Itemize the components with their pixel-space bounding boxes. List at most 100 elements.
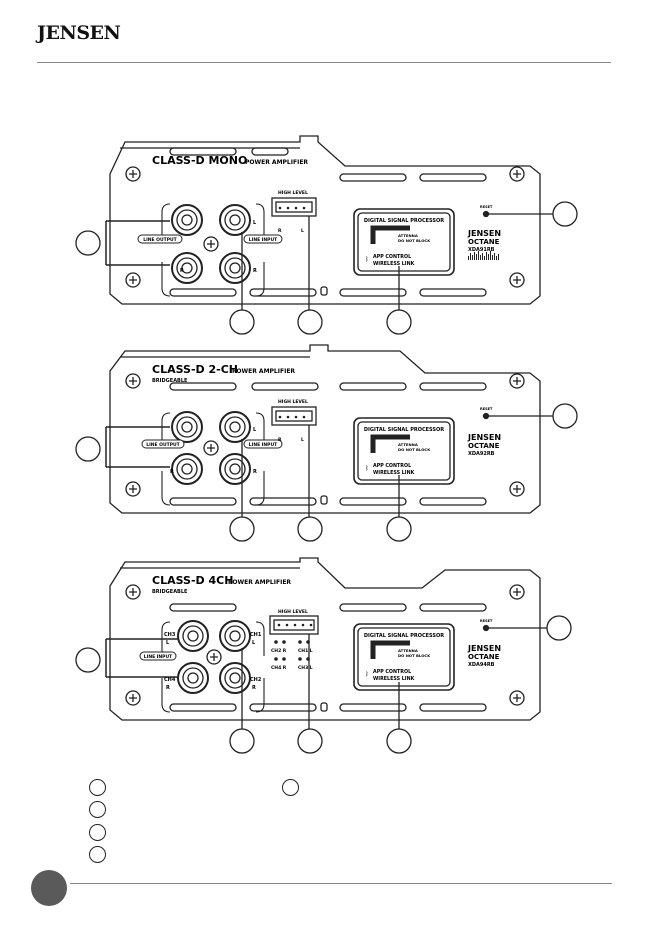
reset-label: RESET [480,407,493,411]
panel-title-suffix: POWER AMPLIFIER [245,159,308,166]
line-output-label: LINE OUTPUT [146,442,180,448]
chassis-outline [109,135,541,305]
rca-jack-icon [219,662,251,694]
antenna-line-2: DO NOT BLOCK [398,238,431,243]
callout-circle [75,436,101,462]
amplifier-panel-4ch: CLASS-D 4CH POWER AMPLIFIER BRIDGEABLE H… [75,557,572,754]
legend-callout-5 [282,779,299,796]
legend-callout-1 [89,779,106,796]
panel-title-suffix: POWER AMPLIFIER [232,368,295,375]
screw-icon [509,166,525,182]
legend-callout-2 [89,801,106,818]
high-level-label: HIGH LEVEL [278,609,308,615]
rca-jack-icon [219,620,251,652]
jack-label-br: CH2 [250,677,262,683]
rca-jack-icon [171,453,203,485]
jack-label-bl: R [180,268,184,274]
model-number: XDA94RB [468,662,495,668]
chassis-outline [109,557,541,721]
bluetooth-icon: ᛒ [365,465,369,472]
line-output-label: LINE OUTPUT [143,237,177,243]
app-control-label: APP CONTROL [373,254,411,260]
callout-circle [386,309,412,335]
rca-jack-icon [171,252,203,284]
brand-logo: JENSEN [467,229,501,238]
brand-logo: JENSEN [467,433,501,442]
dsp-title: DIGITAL SIGNAL PROCESSOR [364,218,444,224]
dsp-title: DIGITAL SIGNAL PROCESSOR [364,633,444,639]
polarity-label: CH4 R [271,665,287,671]
brand-octane: OCTANE [468,653,500,661]
polarity-label: R [278,228,282,234]
callout-circle [229,309,255,335]
callout-circle [75,230,101,256]
amplifier-panel-2ch: CLASS-D 2-CH POWER AMPLIFIER BRIDGEABLE … [75,344,578,542]
model-number: XDA91RB [468,247,495,253]
screw-icon [509,690,525,706]
rca-jack-icon [219,453,251,485]
jensen-logo: JENSEN [37,22,121,44]
callout-circle [229,728,255,754]
bluetooth-icon: ᛒ [365,671,369,678]
polarity-label: CH1 L [298,648,313,654]
jack-label-tr: L [253,220,257,226]
polarity-label: L [301,228,304,234]
antenna-line-2: DO NOT BLOCK [398,447,431,452]
brand-logo: JENSEN [467,644,501,653]
screw-icon [509,272,525,288]
callout-circle [297,309,323,335]
rca-jack-icon [219,411,251,443]
jack-label-br: R [253,469,257,475]
rca-jack-icon [219,252,251,284]
app-control-label: APP CONTROL [373,463,411,469]
panel-subtitle: BRIDGEABLE [152,378,188,384]
reset-label: RESET [480,619,493,623]
jack-label-tl: CH3 [164,632,176,638]
wireless-link-label: WIRELESS LINK [373,676,415,682]
amplifier-panel-mono: CLASS-D MONO POWER AMPLIFIER HIGH LEVEL … [75,135,578,335]
callout-circle [552,201,578,227]
jack-label-bl: R [170,469,174,475]
callout-circle [386,516,412,542]
polarity-label: L [301,437,304,443]
callout-circle [552,403,578,429]
screw-icon [509,584,525,600]
wireless-link-label: WIRELESS LINK [373,261,415,267]
dsp-title: DIGITAL SIGNAL PROCESSOR [364,427,444,433]
brand-octane: OCTANE [468,238,500,246]
callout-circle [229,516,255,542]
screw-icon [125,690,141,706]
jack-side-label: R [166,685,170,691]
wireless-link-label: WIRELESS LINK [373,470,415,476]
legend-callout-4 [89,846,106,863]
jack-side-label: L [166,640,170,646]
antenna-line-2: DO NOT BLOCK [398,653,431,658]
reset-label: RESET [480,205,493,209]
antenna-line-1: ATTENNA [398,442,418,447]
screw-icon [203,440,219,456]
screw-icon [125,584,141,600]
rca-jack-icon [171,411,203,443]
polarity-label: R [278,437,282,443]
app-control-label: APP CONTROL [373,669,411,675]
screw-icon [125,166,141,182]
equalizer-bars-icon [468,251,499,260]
high-level-label: HIGH LEVEL [278,190,308,196]
legend-callout-3 [89,824,106,841]
callout-circle [297,728,323,754]
panel-title: CLASS-D MONO [152,154,247,167]
brand-octane: OCTANE [468,442,500,450]
rca-jack-icon [219,204,251,236]
rca-jack-icon [177,620,209,652]
callout-circle [297,516,323,542]
line-input-label: LINE INPUT [249,237,278,243]
polarity-label: CH3 L [298,665,313,671]
page-number-badge [31,870,67,906]
bluetooth-icon: ᛒ [365,256,369,263]
rca-jack-icon [171,204,203,236]
rca-jack-icon [177,662,209,694]
panel-subtitle: BRIDGEABLE [152,589,188,595]
callout-circle [75,647,101,673]
jack-label-tr: CH1 [250,632,262,638]
screw-icon [509,481,525,497]
